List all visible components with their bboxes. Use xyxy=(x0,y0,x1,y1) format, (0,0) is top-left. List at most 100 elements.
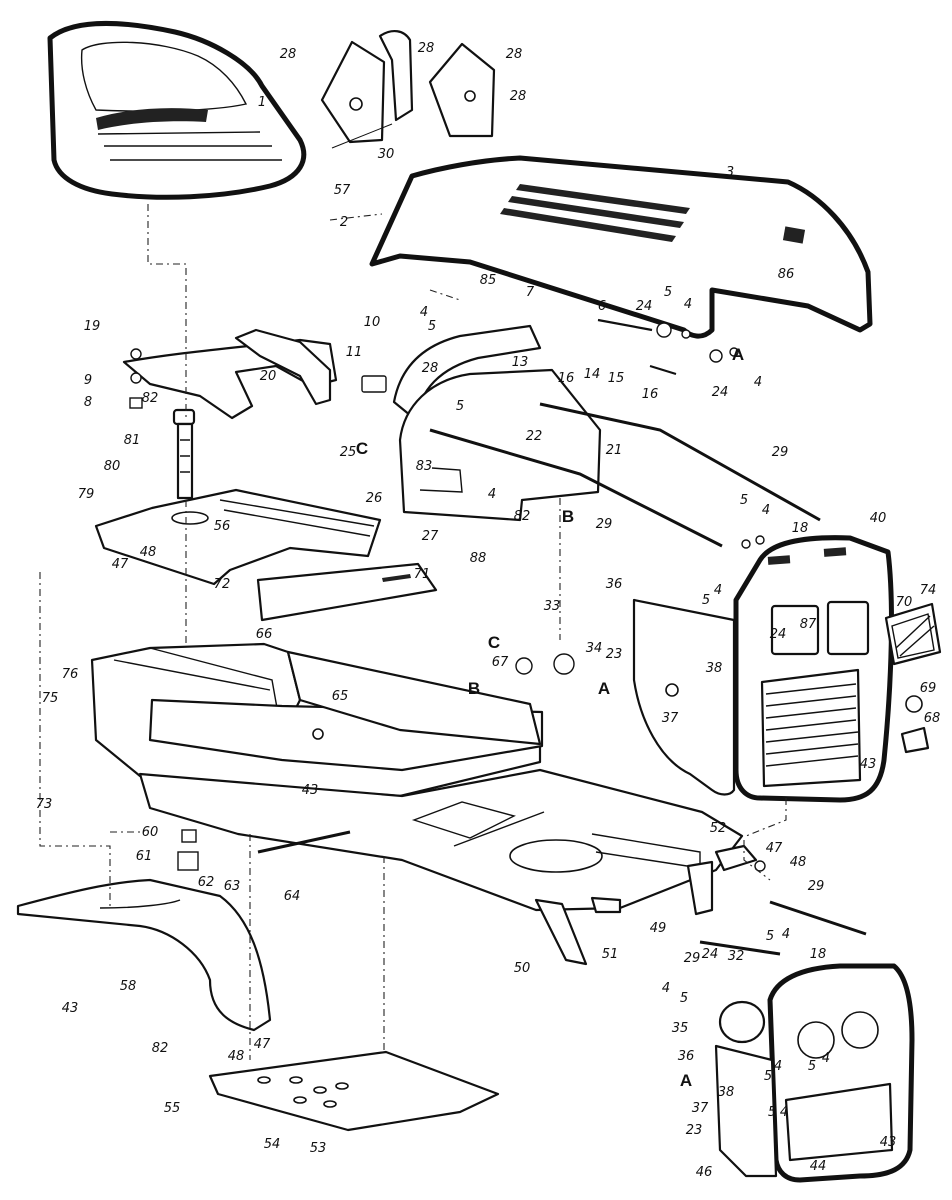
callout-c1: 1 xyxy=(258,95,266,110)
callout-c5a: 5 xyxy=(428,319,436,334)
callout-c82b: 82 xyxy=(514,509,531,524)
ref-letter-rA3: A xyxy=(680,1071,692,1090)
callout-c5f: 5 xyxy=(766,929,774,944)
callout-c40: 40 xyxy=(870,511,887,526)
callout-c36a: 36 xyxy=(606,577,623,592)
callout-c49: 49 xyxy=(650,921,667,936)
callout-c30: 30 xyxy=(378,147,395,162)
callout-c47a: 47 xyxy=(112,557,129,572)
frame-tub xyxy=(90,642,544,798)
callout-c48b: 48 xyxy=(790,855,807,870)
callout-c64: 64 xyxy=(284,889,301,904)
callout-c50: 50 xyxy=(514,961,531,976)
callout-c54: 54 xyxy=(264,1137,281,1152)
callout-c52: 52 xyxy=(710,821,727,836)
hood xyxy=(369,155,873,339)
callout-c9: 9 xyxy=(84,373,92,388)
callout-c2: 2 xyxy=(340,215,348,230)
callout-c8: 8 xyxy=(84,395,92,410)
callout-c4k: 4 xyxy=(780,1105,788,1120)
callout-c48c: 48 xyxy=(228,1049,245,1064)
callout-c37a: 37 xyxy=(662,711,679,726)
callout-c32: 32 xyxy=(728,949,745,964)
callout-c28a: 28 xyxy=(280,47,297,62)
callout-c29d: 29 xyxy=(684,951,701,966)
callout-c20: 20 xyxy=(260,369,277,384)
callout-c5j: 5 xyxy=(768,1105,776,1120)
callout-c4a: 4 xyxy=(420,305,428,320)
dash-panel xyxy=(392,324,602,522)
callout-c19: 19 xyxy=(84,319,101,334)
callout-c36b: 36 xyxy=(678,1049,695,1064)
foot-plate xyxy=(208,1050,500,1132)
chassis-floor xyxy=(138,768,758,966)
callout-c4i: 4 xyxy=(774,1059,782,1074)
callout-c5e: 5 xyxy=(702,593,710,608)
callout-c18b: 18 xyxy=(810,947,827,962)
rods xyxy=(257,402,867,956)
callout-c29a: 29 xyxy=(772,445,789,460)
callout-c14: 14 xyxy=(584,367,601,382)
callout-c43d: 43 xyxy=(880,1135,897,1150)
callout-c38b: 38 xyxy=(718,1085,735,1100)
callout-c10: 10 xyxy=(364,315,381,330)
callout-c24c: 24 xyxy=(770,627,787,642)
fuel-gauge xyxy=(172,408,196,500)
callout-c68: 68 xyxy=(924,711,941,726)
callout-c16b: 16 xyxy=(642,387,659,402)
callout-c81: 81 xyxy=(124,433,141,448)
callout-c66: 66 xyxy=(256,627,273,642)
callout-c22: 22 xyxy=(526,429,543,444)
hardware xyxy=(129,318,766,872)
callout-c34: 34 xyxy=(586,641,603,656)
callout-c3: 3 xyxy=(726,165,734,180)
callout-c88: 88 xyxy=(470,551,487,566)
callout-c56: 56 xyxy=(214,519,231,534)
callout-c37b: 37 xyxy=(692,1101,709,1116)
front-grille-alt xyxy=(714,963,915,1183)
callout-c5g: 5 xyxy=(680,991,688,1006)
callout-c15: 15 xyxy=(608,371,625,386)
callout-c28b: 28 xyxy=(418,41,435,56)
callout-c4g: 4 xyxy=(782,927,790,942)
rear-fender xyxy=(16,878,272,1032)
callout-c85: 85 xyxy=(480,273,497,288)
callout-c33: 33 xyxy=(544,599,561,614)
callout-c16a: 16 xyxy=(558,371,575,386)
callout-c35: 35 xyxy=(672,1021,689,1036)
callout-c58: 58 xyxy=(120,979,137,994)
callout-c4d: 4 xyxy=(488,487,496,502)
callout-c47c: 47 xyxy=(254,1037,271,1052)
callout-c48a: 48 xyxy=(140,545,157,560)
battery-cover xyxy=(256,562,438,622)
seat xyxy=(47,20,307,200)
callout-c4e: 4 xyxy=(762,503,770,518)
callout-c4c: 4 xyxy=(754,375,762,390)
callout-c21: 21 xyxy=(606,443,623,458)
callout-c26: 26 xyxy=(366,491,383,506)
callout-c43c: 43 xyxy=(62,1001,79,1016)
fender-brace xyxy=(122,328,338,420)
upper-pan xyxy=(94,488,382,586)
callout-c86: 86 xyxy=(778,267,795,282)
ref-letter-rB1: B xyxy=(562,507,574,526)
callout-c83: 83 xyxy=(416,459,433,474)
callout-c72: 72 xyxy=(214,577,231,592)
callout-c23a: 23 xyxy=(606,647,623,662)
callout-c55: 55 xyxy=(164,1101,181,1116)
callout-c4j: 4 xyxy=(822,1051,830,1066)
callout-c24a: 24 xyxy=(636,299,653,314)
callout-c5i: 5 xyxy=(808,1059,816,1074)
callout-c24d: 24 xyxy=(702,947,719,962)
callout-c5h: 5 xyxy=(764,1069,772,1084)
callout-c44: 44 xyxy=(810,1159,827,1174)
callout-c51: 51 xyxy=(602,947,619,962)
callout-c27: 27 xyxy=(422,529,439,544)
callout-c57: 57 xyxy=(334,183,351,198)
callout-c28e: 28 xyxy=(422,361,439,376)
callout-c61: 61 xyxy=(136,849,153,864)
ref-letter-rC2: C xyxy=(488,633,500,652)
